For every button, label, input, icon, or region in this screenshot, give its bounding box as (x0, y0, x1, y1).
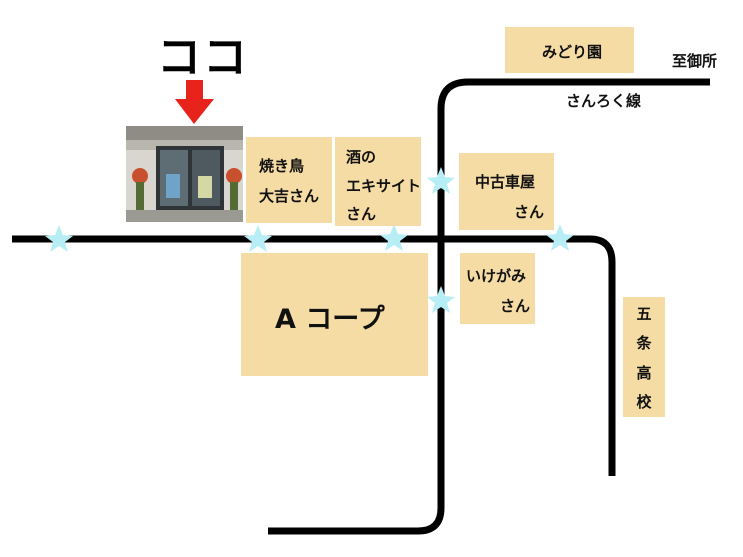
sake-label-1: 酒の (346, 148, 377, 166)
ikegami-block: いけがみ さん (460, 253, 535, 324)
midori-en-block: みどり園 (505, 27, 634, 73)
star-icon (427, 286, 455, 313)
arrow-down-icon (175, 80, 214, 124)
ikegami-label-1: いけがみ (466, 267, 527, 285)
sake-label-3: さん (346, 205, 377, 223)
used-car-label-2: さん (514, 203, 545, 221)
ikegami-label-2: さん (500, 297, 531, 315)
sake-excite-block: 酒の エキサイト さん (335, 137, 421, 226)
star-icon (427, 167, 455, 194)
star-icon (380, 224, 408, 251)
star-icon (244, 225, 272, 252)
midori-en-label: みどり園 (542, 43, 603, 61)
sanroku-road (268, 78, 710, 535)
star-group (45, 167, 574, 313)
star-icon (546, 224, 574, 251)
main-road (12, 235, 616, 476)
yakitori-label-2: 大吉さん (259, 187, 320, 205)
sake-label-2: エキサイト (346, 177, 422, 195)
here-marker-label: ココ (157, 32, 249, 83)
gojo-char-4: 校 (636, 393, 652, 411)
gojo-char-3: 高 (636, 364, 652, 382)
used-car-dealer-block: 中古車屋 さん (459, 153, 554, 230)
used-car-label-1: 中古車屋 (475, 173, 536, 191)
sanroku-line-label: さんろく線 (566, 92, 642, 110)
shigosho-label: 至御所 (672, 52, 718, 70)
a-coop-block: A コープ (241, 253, 428, 376)
yakitori-label-1: 焼き鳥 (259, 157, 305, 175)
gojo-char-1: 五 (636, 305, 652, 323)
star-icon (45, 225, 73, 252)
a-coop-label: A コープ (275, 304, 385, 335)
yakitori-daikichi-block: 焼き鳥 大吉さん (246, 137, 332, 223)
gojo-high-school-block: 五 条 高 校 (623, 297, 665, 417)
store-photo-icon (126, 126, 243, 222)
gojo-char-2: 条 (636, 334, 652, 352)
